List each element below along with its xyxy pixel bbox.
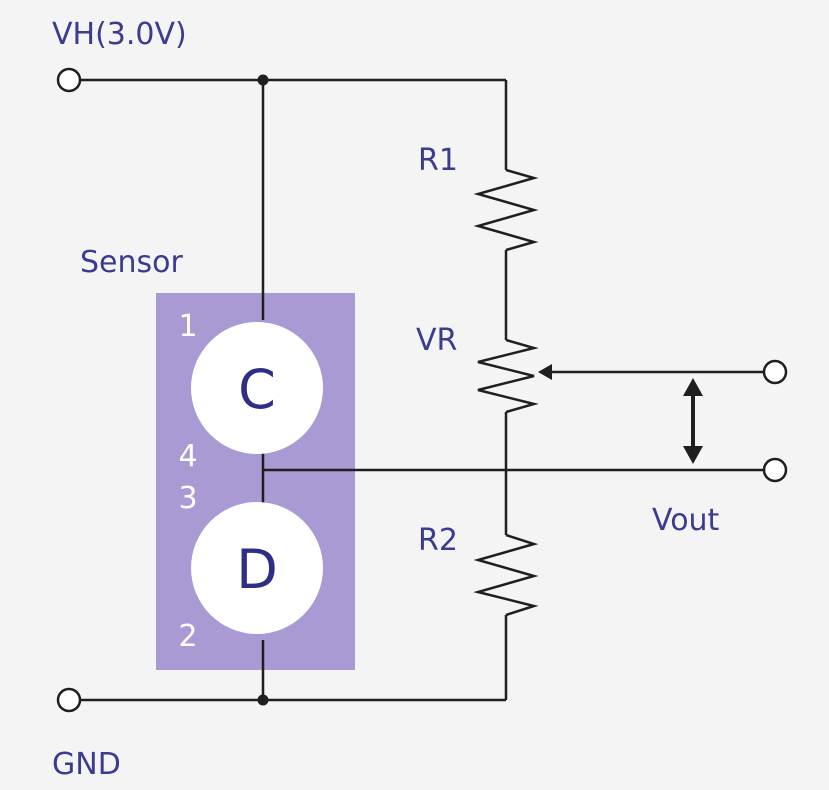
r2-resistor (473, 533, 539, 617)
vr-resistor (477, 338, 539, 414)
sensor-pin-4-label: 4 (178, 439, 197, 474)
vout-terminal-upper (762, 359, 788, 385)
vout-terminal-lower (762, 457, 788, 483)
sensor-pin-3-label: 3 (178, 481, 197, 516)
vr-label: VR (416, 323, 457, 358)
junction-dot-bottom (257, 694, 269, 706)
sensor-element-d-label: D (236, 538, 278, 601)
sensor-element-c-circle (191, 322, 323, 454)
vh-label: VH(3.0V) (52, 17, 187, 52)
r1-resistor (473, 168, 539, 252)
sensor-element-d-circle (191, 502, 323, 634)
vout-label: Vout (652, 503, 720, 538)
sensor-label: Sensor (80, 245, 183, 280)
r2-label: R2 (418, 523, 458, 558)
sensor-pin-2-label: 2 (178, 619, 197, 654)
sensor-pin-1-label: 1 (178, 309, 197, 344)
r1-label: R1 (418, 143, 458, 178)
gnd-terminal (56, 687, 82, 713)
gnd-label: GND (52, 747, 121, 782)
vout-arrow-down (683, 446, 703, 464)
vout-arrow-up (683, 378, 703, 396)
vh-terminal (56, 67, 82, 93)
sensor-element-c-label: C (238, 358, 276, 421)
vr-wiper-arrow (538, 364, 552, 380)
junction-dot-top (257, 74, 269, 86)
